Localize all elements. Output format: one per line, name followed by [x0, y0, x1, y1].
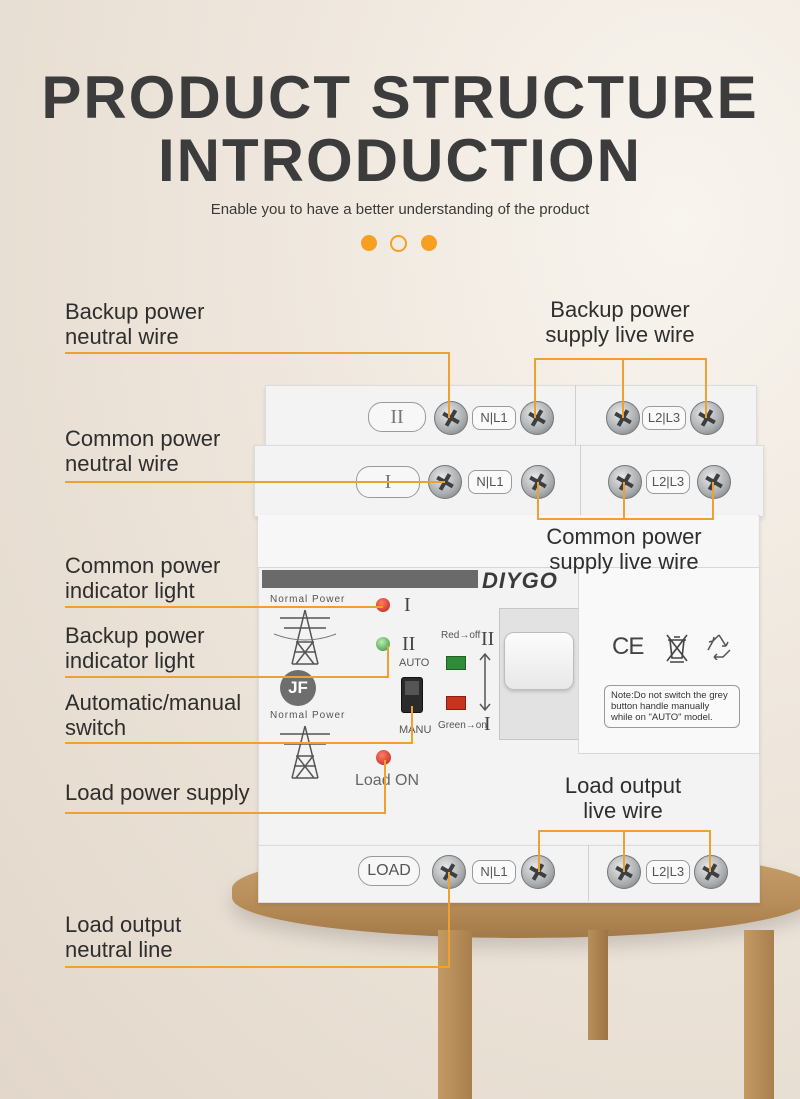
load-l3-screw — [694, 855, 728, 889]
leader-line — [538, 830, 540, 872]
terminal-label: L2|L3 — [646, 470, 690, 494]
warning-note: Note:Do not switch the grey button handl… — [604, 685, 740, 728]
pager-dot — [421, 235, 437, 251]
led-roman: II — [402, 633, 416, 655]
leader-line — [411, 706, 413, 744]
red-status-window — [446, 696, 466, 710]
page-title-line-1: PRODUCT STRUCTURE — [41, 64, 759, 131]
normal-power-label: Normal Power — [270, 710, 346, 721]
table-leg — [588, 930, 608, 1040]
double-arrow-icon — [479, 652, 491, 712]
terminal-label: L2|L3 — [642, 406, 686, 430]
leader-line — [534, 358, 706, 360]
terminal-label: L2|L3 — [646, 860, 690, 884]
leader-line — [65, 352, 449, 354]
table-leg — [438, 930, 472, 1099]
leader-line — [65, 812, 385, 814]
common-l3-screw — [697, 465, 731, 499]
leader-line — [534, 358, 536, 418]
leader-line — [537, 482, 539, 520]
backup-indicator-led — [376, 637, 390, 651]
switch-handle[interactable] — [504, 632, 574, 690]
brand-strip — [262, 570, 478, 588]
backup-l3-screw — [690, 401, 724, 435]
page-title-line-2: INTRODUCTION — [158, 127, 642, 194]
leader-line — [65, 606, 383, 608]
led-roman: I — [404, 594, 411, 616]
terminal-label: N|L1 — [472, 406, 516, 430]
backup-l1-screw — [520, 401, 554, 435]
load-on-led — [376, 750, 391, 765]
power-tower-icon — [280, 725, 330, 779]
leader-line — [65, 481, 445, 483]
pager-dot — [361, 235, 377, 251]
leader-line — [387, 646, 389, 678]
auto-manual-switch[interactable] — [401, 677, 423, 713]
ce-mark: CE — [612, 633, 644, 660]
leader-line — [448, 872, 450, 968]
body-upper-band — [258, 515, 758, 568]
leader-line — [65, 742, 412, 744]
leader-line — [537, 518, 713, 520]
callout-load-supply: Load power supply — [65, 780, 250, 805]
page-subtitle: Enable you to have a better understandin… — [210, 201, 590, 218]
common-l2-screw — [608, 465, 642, 499]
backup-roman-tag: II — [368, 402, 426, 432]
auto-label: AUTO — [399, 657, 430, 669]
leader-line — [622, 358, 624, 418]
table-leg — [744, 930, 774, 1099]
recycle-icon — [707, 634, 731, 660]
leader-line — [65, 676, 388, 678]
green-on-label: Green→on — [438, 720, 487, 731]
panel-divider — [580, 445, 581, 515]
leader-line — [623, 482, 625, 520]
green-status-window — [446, 656, 466, 670]
terminal-label: N|L1 — [472, 860, 516, 884]
leader-line — [384, 760, 386, 814]
leader-line — [709, 830, 711, 872]
leader-line — [712, 482, 714, 520]
common-indicator-led — [376, 598, 390, 612]
panel-divider — [588, 845, 589, 901]
leader-line — [705, 358, 707, 418]
normal-power-label: Normal Power — [270, 594, 346, 605]
terminal-label: N|L1 — [468, 470, 512, 494]
red-off-label: Red→off — [441, 630, 481, 641]
handle-roman-top: II — [481, 628, 495, 650]
load-on-label: Load ON — [355, 772, 420, 789]
manu-label: MANU — [399, 724, 432, 736]
leader-line — [65, 966, 449, 968]
power-tower-icon — [273, 609, 337, 665]
pager-dot — [390, 235, 407, 252]
leader-line — [623, 830, 625, 872]
load-tag: LOAD — [358, 856, 420, 886]
handle-roman-bottom: I — [484, 713, 491, 735]
weee-bin-icon — [666, 634, 688, 663]
brand-logo: DIYGO — [482, 568, 558, 593]
panel-divider — [575, 385, 576, 445]
leader-line — [448, 352, 450, 418]
backup-neutral-screw — [434, 401, 468, 435]
